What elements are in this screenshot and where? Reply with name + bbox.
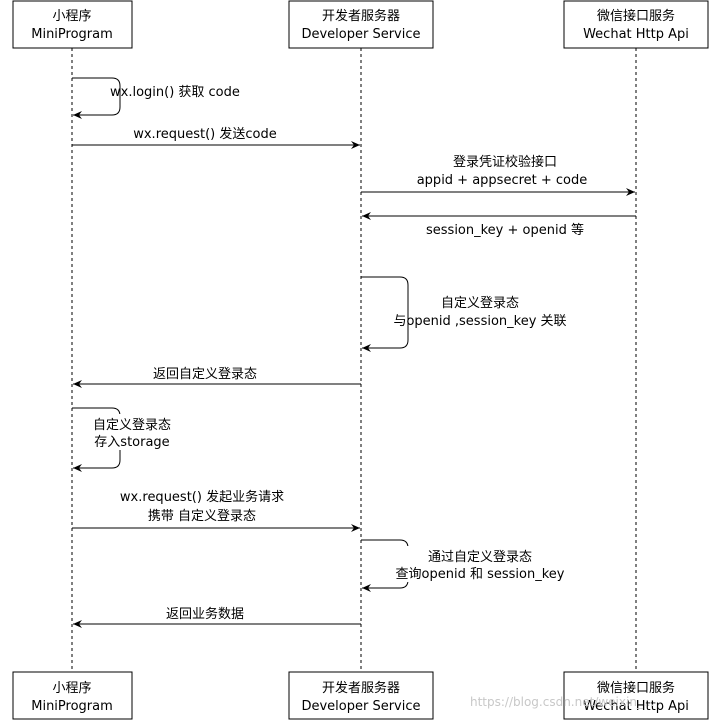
participant-developer-service-top: 开发者服务器 Developer Service bbox=[288, 0, 434, 49]
watermark: https://blog.csdn.net/weixin_... bbox=[470, 695, 654, 709]
message-return-custom-state: 返回自定义登录态 bbox=[73, 367, 361, 388]
participant-name-en: MiniProgram bbox=[31, 27, 113, 42]
participant-name-en: MiniProgram bbox=[31, 699, 113, 714]
message-self-wx-login: wx.login() 获取 code bbox=[72, 77, 240, 119]
participant-name-en: Developer Service bbox=[301, 27, 420, 42]
message-self-custom-state: 自定义登录态 与openid ,session_key 关联 bbox=[361, 276, 567, 352]
message-send-code: wx.request() 发送code bbox=[72, 126, 360, 149]
message-label-line1: 登录凭证校验接口 bbox=[453, 154, 557, 170]
message-label: 返回业务数据 bbox=[166, 606, 244, 622]
message-label-line1: 自定义登录态 bbox=[441, 296, 519, 311]
message-self-query: 通过自定义登录态 查询openid 和 session_key bbox=[361, 539, 572, 592]
message-self-storage: 自定义登录态 存入storage bbox=[72, 407, 182, 472]
participant-name-en: Developer Service bbox=[301, 699, 420, 714]
message-label-line1: wx.request() 发起业务请求 bbox=[120, 489, 284, 505]
message-label: session_key + openid 等 bbox=[426, 222, 584, 238]
participant-name: 小程序 bbox=[52, 681, 91, 696]
message-label-line2: 与openid ,session_key 关联 bbox=[393, 314, 566, 329]
message-label-line2: 查询openid 和 session_key bbox=[396, 567, 565, 582]
message-return-session: session_key + openid 等 bbox=[362, 212, 636, 238]
participant-developer-service-bottom: 开发者服务器 Developer Service bbox=[288, 671, 434, 720]
message-label-line2: 存入storage bbox=[94, 435, 169, 450]
message-label: wx.login() 获取 code bbox=[110, 85, 240, 100]
participant-name: 开发者服务器 bbox=[322, 680, 400, 696]
message-label: 返回自定义登录态 bbox=[153, 367, 257, 382]
message-label-line1: 自定义登录态 bbox=[93, 418, 171, 433]
participant-name: 开发者服务器 bbox=[322, 8, 400, 24]
participant-name: 微信接口服务 bbox=[597, 8, 675, 24]
message-code2session: 登录凭证校验接口 appid + appsecret + code bbox=[361, 154, 635, 196]
participant-name-en: Wechat Http Api bbox=[583, 27, 689, 42]
participant-name: 小程序 bbox=[52, 9, 91, 24]
participant-miniprogram-bottom: 小程序 MiniProgram bbox=[12, 671, 133, 720]
participant-miniprogram-top: 小程序 MiniProgram bbox=[12, 0, 133, 49]
message-label-line2: 携带 自定义登录态 bbox=[148, 508, 256, 524]
message-business-request: wx.request() 发起业务请求 携带 自定义登录态 bbox=[72, 489, 360, 532]
message-label-line2: appid + appsecret + code bbox=[417, 173, 588, 188]
participant-wechat-api-bottom: 微信接口服务 Wechat Http Api bbox=[563, 671, 709, 720]
message-label-line1: 通过自定义登录态 bbox=[428, 550, 532, 565]
message-label: wx.request() 发送code bbox=[133, 126, 277, 142]
participant-name: 微信接口服务 bbox=[597, 680, 675, 696]
participant-name-en: Wechat Http Api bbox=[583, 699, 689, 714]
participant-wechat-api-top: 微信接口服务 Wechat Http Api bbox=[563, 0, 709, 49]
message-return-business-data: 返回业务数据 bbox=[73, 606, 361, 628]
